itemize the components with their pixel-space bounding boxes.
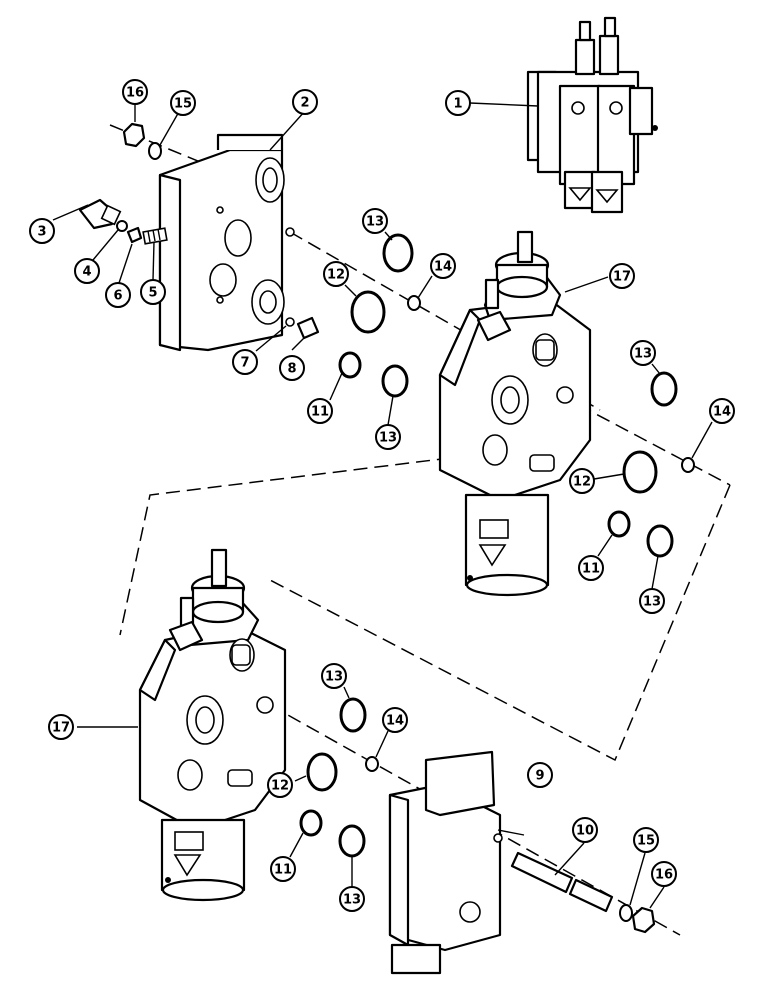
poppet [126, 226, 143, 244]
callout-2: 2 [292, 89, 318, 115]
callout-label: 12 [327, 268, 345, 283]
callout-label: 13 [379, 431, 397, 446]
callout-15-bottom: 15 [633, 827, 659, 853]
callout-3: 3 [29, 218, 55, 244]
spring [142, 227, 168, 245]
callout-15-top: 15 [170, 90, 196, 116]
lock-washer-bottom [619, 904, 633, 922]
callout-14-c: 14 [382, 707, 408, 733]
callout-1: 1 [445, 90, 471, 116]
callout-label: 6 [113, 289, 122, 304]
spool-section-upper [438, 230, 592, 597]
callout-label: 8 [287, 362, 296, 377]
callout-label: 7 [240, 356, 249, 371]
nut-bottom [631, 906, 656, 934]
lock-washer-top [148, 142, 162, 160]
callout-label: 15 [174, 97, 192, 112]
o-rings [299, 233, 695, 858]
callout-label: 15 [637, 834, 655, 849]
callout-12-b: 12 [569, 468, 595, 494]
callout-label: 13 [634, 347, 652, 362]
callout-label: 11 [311, 405, 329, 420]
callout-6: 6 [105, 282, 131, 308]
callout-label: 16 [126, 86, 144, 101]
plug [296, 316, 320, 340]
callout-16-top: 16 [122, 79, 148, 105]
callout-13-f: 13 [339, 886, 365, 912]
callout-11-c: 11 [270, 856, 296, 882]
small-washer [116, 220, 128, 232]
callout-12-c: 12 [267, 772, 293, 798]
callout-14-b: 14 [709, 398, 735, 424]
callout-13-c: 13 [630, 340, 656, 366]
valve-assembly-complete [526, 16, 658, 214]
check-ball [285, 317, 295, 327]
callout-label: 14 [713, 405, 731, 420]
callout-label: 1 [453, 97, 462, 112]
callout-label: 16 [655, 868, 673, 883]
callout-14-a: 14 [430, 253, 456, 279]
callout-label: 9 [535, 769, 544, 784]
callout-4: 4 [74, 258, 100, 284]
callout-13-a: 13 [362, 208, 388, 234]
callout-13-b: 13 [375, 424, 401, 450]
callout-11-a: 11 [307, 398, 333, 424]
callout-label: 5 [148, 286, 157, 301]
callout-7: 7 [232, 349, 258, 375]
callout-11-b: 11 [578, 555, 604, 581]
callout-label: 13 [325, 670, 343, 685]
callout-label: 11 [582, 562, 600, 577]
callout-label: 10 [576, 824, 594, 839]
callout-8: 8 [279, 355, 305, 381]
callout-17-a: 17 [609, 263, 635, 289]
spool-section-lower [138, 548, 287, 902]
callout-label: 14 [386, 714, 404, 729]
outlet-end-plate [388, 750, 503, 975]
callout-5: 5 [140, 279, 166, 305]
callout-10: 10 [572, 817, 598, 843]
callout-label: 11 [274, 863, 292, 878]
callout-label: 3 [37, 225, 46, 240]
callout-label: 12 [573, 475, 591, 490]
callout-label: 14 [434, 260, 452, 275]
inlet-end-plate [158, 133, 295, 352]
callout-17-b: 17 [48, 714, 74, 740]
callout-label: 4 [82, 265, 91, 280]
callout-label: 12 [271, 779, 289, 794]
callout-16-bottom: 16 [651, 861, 677, 887]
callout-label: 13 [366, 215, 384, 230]
callout-label: 2 [300, 96, 309, 111]
tie-stud [510, 851, 614, 913]
relief-fitting [78, 198, 122, 230]
callout-label: 17 [613, 270, 631, 285]
callout-12-a: 12 [323, 261, 349, 287]
callout-13-d: 13 [639, 588, 665, 614]
callout-label: 17 [52, 721, 70, 736]
nut-top [122, 122, 146, 148]
leader-lines [52, 102, 713, 909]
callout-label: 13 [343, 893, 361, 908]
callout-13-e: 13 [321, 663, 347, 689]
callout-label: 13 [643, 595, 661, 610]
callout-9: 9 [527, 762, 553, 788]
